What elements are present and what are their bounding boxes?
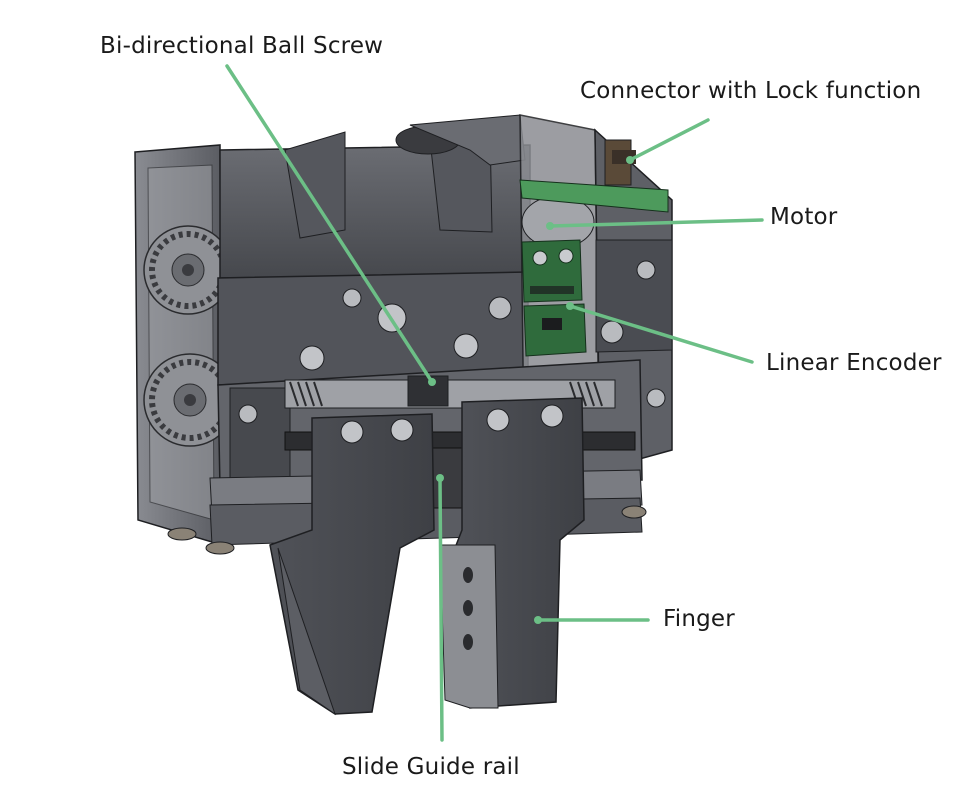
leader-connector	[628, 118, 710, 162]
label-ball-screw: Bi-directional Ball Screw	[100, 33, 384, 59]
side-housing	[134, 144, 223, 547]
gear-upper	[143, 225, 233, 315]
label-motor: Motor	[770, 204, 838, 230]
encoder-pcb	[521, 239, 587, 357]
finger-left	[269, 413, 435, 716]
upper-body	[219, 114, 531, 279]
label-connector: Connector with Lock function	[580, 78, 922, 104]
leader-finger-dot	[534, 616, 542, 624]
feet	[167, 505, 647, 555]
leader-lines	[225, 64, 764, 742]
leader-encoder-dot	[566, 302, 574, 310]
label-encoder: Linear Encoder	[766, 350, 942, 376]
label-guide-rail: Slide Guide rail	[342, 754, 520, 780]
leader-motor	[548, 218, 764, 228]
leader-guide-rail-dot	[436, 474, 444, 482]
leader-ball-screw-dot	[428, 378, 436, 386]
label-finger: Finger	[663, 606, 735, 632]
leader-connector-dot	[626, 156, 634, 164]
leader-guide-rail	[438, 476, 444, 742]
finger-right	[439, 397, 585, 709]
leader-motor-dot	[546, 222, 554, 230]
connector-board	[519, 139, 669, 213]
leader-ball-screw	[225, 64, 434, 384]
leader-encoder	[568, 304, 754, 364]
